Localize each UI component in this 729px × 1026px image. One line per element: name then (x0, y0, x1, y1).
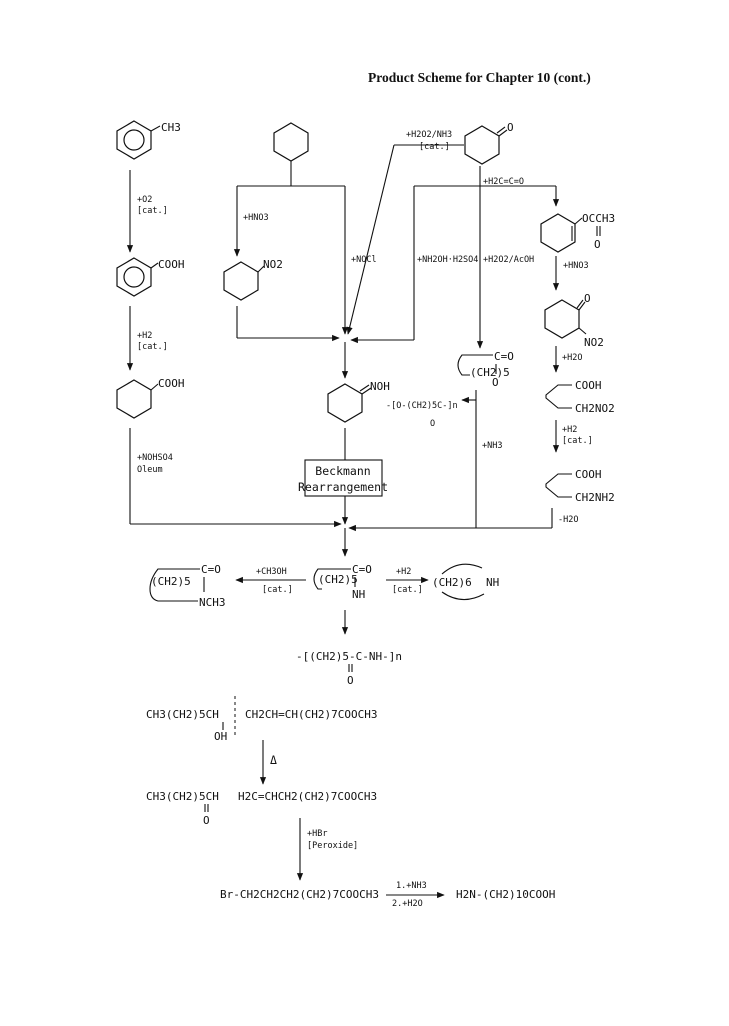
nitroacid-nitromethyl: CH2NO2 (575, 402, 615, 415)
nylon-6: -[(CH2)5-C-NH-]n (296, 650, 402, 663)
enol-acetate-carbonyl: O (594, 238, 601, 251)
enol-acetate: OCCH3 O (540, 212, 615, 253)
reagent-ammonia: +NH3 (482, 441, 502, 451)
nitroketone-nitro: NO2 (584, 336, 604, 349)
cyclohexanone-oxygen: O (507, 121, 514, 134)
reagent-hydrogen-lactam-catalyst: [cat.] (392, 585, 423, 595)
oxime-group: NOH (370, 380, 390, 393)
aminoacid-carboxyl: COOH (575, 468, 602, 481)
caprolactam-amide-nh: NH (352, 588, 365, 601)
reagent-hydrogen-nitro: +H2 (562, 425, 577, 435)
polycaprolactone: -[O-(CH2)5C-]n (386, 401, 458, 411)
methyl-undecenoate: H2C=CHCH2(CH2)7COOCH3 (238, 790, 377, 803)
caprolactone-ring-oxygen: O (492, 376, 499, 389)
aminoundecanoic-acid: H2N-(CH2)10COOH (456, 888, 555, 901)
cyclohexane (273, 122, 309, 162)
caprolactam-carbonyl: C=O (352, 563, 372, 576)
n-methyl-nitrogen: NCH3 (199, 596, 226, 609)
enol-acetate-group: OCCH3 (582, 212, 615, 225)
beckmann-label: Beckmann (315, 464, 370, 478)
reagent-hydrogen-lactam: +H2 (396, 567, 411, 577)
ricinoleate-right: CH2CH=CH(CH2)7COOCH3 (245, 708, 377, 721)
cyclohexanone-oxime: NOH (327, 380, 390, 423)
n-methyl-chain: (CH2)5 (151, 575, 191, 588)
benzoic-substituent: COOH (158, 258, 185, 271)
heptanal-carbonyl: O (203, 814, 210, 827)
azepane-chain: (CH2)6 (432, 576, 472, 589)
caprolactone-chain: (CH2)5 (470, 366, 510, 379)
nylon-6-carbonyl: O (347, 674, 354, 687)
reagent-peroxide-ammonia-catalyst: [cat.] (419, 142, 450, 152)
cyclohexanecarboxylic-acid: COOH (116, 377, 185, 419)
reagent-water: +H2O (562, 353, 582, 363)
reagent-nitric-enol: +HNO3 (563, 261, 589, 271)
reagent-heat: Δ (270, 753, 277, 767)
nitroketone-oxygen: O (584, 292, 591, 305)
reagent-methanol: +CH3OH (256, 567, 287, 577)
n-methylcaprolactam: (CH2)5 C=O NCH3 (149, 563, 226, 609)
ricinoleate-left: CH3(CH2)5CH (146, 708, 219, 721)
reagent-nitrosyl-chloride: +NOCl (351, 255, 377, 265)
cyclohexane-acid-substituent: COOH (158, 377, 185, 390)
reagent-peroxide: [Peroxide] (307, 841, 358, 851)
reagent-peroxide-ammonia: +H2O2/NH3 (406, 130, 452, 140)
toluene: CH3 (116, 120, 181, 160)
reagent-hydroxylamine-sulfate: +NH2OH·H2SO4 (417, 255, 478, 265)
aminohexanoic-acid: COOH CH2NH2 (545, 468, 615, 504)
cyclohexanone: O (464, 121, 514, 165)
azepane-nitrogen: NH (486, 576, 499, 589)
nitrocyclohexane: NO2 (223, 258, 283, 301)
nitrohexanoic-acid: COOH CH2NO2 (545, 379, 615, 415)
caprolactone-carbonyl: C=O (494, 350, 514, 363)
reagent-hydrogen-nitro-catalyst: [cat.] (562, 436, 593, 446)
reagent-ketene: +H2C=C=O (483, 177, 524, 187)
caprolactone: (CH2)5 C=O O (457, 350, 514, 389)
reagent-amination-1: 1.+NH3 (396, 881, 427, 891)
reagent-oxygen: +O2 (137, 195, 152, 205)
reagent-minus-water: -H2O (558, 515, 578, 525)
rearrangement-label: Rearrangement (298, 480, 388, 494)
n-methyl-carbonyl: C=O (201, 563, 221, 576)
toluene-substituent: CH3 (161, 121, 181, 134)
arrow-ammoximation-to-oxime (346, 144, 395, 335)
heptanal: CH3(CH2)5CH (146, 790, 219, 803)
reagent-peracetic: +H2O2/AcOH (483, 255, 534, 265)
reagent-hydrogen: +H2 (137, 331, 152, 341)
benzoic-acid: COOH (116, 257, 185, 297)
polyester-carbonyl: O (430, 419, 435, 429)
beckmann-box (304, 459, 383, 497)
caprolactam: (CH2)5 C=O NH (313, 563, 372, 601)
reagent-nitrosylsulfuric: +NOHSO4 (137, 453, 173, 463)
page-title: Product Scheme for Chapter 10 (cont.) (368, 70, 591, 85)
hexamethyleneimine: (CH2)6 NH (432, 563, 499, 601)
caprolactam-chain: (CH2)5 (318, 573, 358, 586)
nitrocyclohexanone: O NO2 (544, 292, 604, 349)
aminoacid-aminomethyl: CH2NH2 (575, 491, 615, 504)
ricinoleate-hydroxyl: OH (214, 730, 227, 743)
reagent-hydrogen-catalyst: [cat.] (137, 342, 168, 352)
nitro-substituent: NO2 (263, 258, 283, 271)
nitroacid-carboxyl: COOH (575, 379, 602, 392)
reagent-nitric-acid: +HNO3 (243, 213, 269, 223)
bromoundecanoate: Br-CH2CH2CH2(CH2)7COOCH3 (220, 888, 379, 901)
reagent-oleum: Oleum (137, 465, 163, 475)
reagent-methanol-catalyst: [cat.] (262, 585, 293, 595)
reagent-oxygen-catalyst: [cat.] (137, 206, 168, 216)
reagent-amination-2: 2.+H2O (392, 899, 423, 909)
reagent-hbr: +HBr (307, 829, 327, 839)
